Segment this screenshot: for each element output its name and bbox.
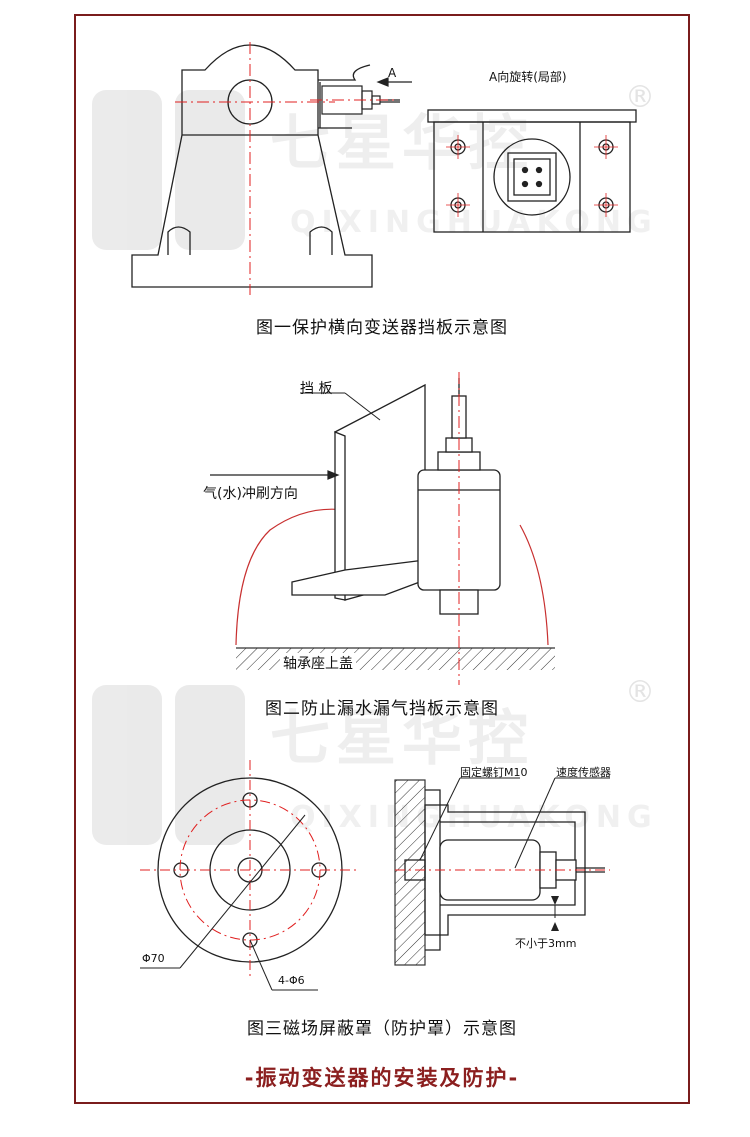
fig3-bolt-label: 固定螺钉M10: [460, 766, 528, 779]
fig1-plate-centerlines: [446, 135, 618, 217]
fig3-diameter-label: Φ70: [142, 952, 165, 965]
fig3-gap-label: 不小于3mm: [515, 937, 577, 950]
fig1-plate-view: [427, 109, 637, 233]
fig3-sensor-label: 速度传感器: [556, 766, 611, 779]
watermark-text: 七星华控: [270, 704, 534, 774]
footer-title: -振动变送器的安装及防护-: [244, 1066, 520, 1090]
watermark-subtext: QIXINGHUAKONG: [290, 205, 658, 240]
fig1-centerlines: [175, 42, 395, 295]
fig1-caption: 图一保护横向变送器挡板示意图: [256, 318, 508, 338]
fig2-baffle-leader: [300, 392, 381, 421]
fig3-leaders: [419, 777, 610, 918]
fig3-gap-arrows: [551, 896, 559, 931]
watermark-reg: ®: [625, 80, 655, 115]
fig3-caption: 图三磁场屏蔽罩（防护罩）示意图: [247, 1019, 517, 1039]
fig2-flush-label: 气(水)冲刷方向: [203, 486, 298, 502]
fig3-wall: [394, 779, 426, 966]
fig2-cover-outline: [235, 508, 549, 646]
fig3-holes-label: 4-Φ6: [278, 974, 305, 987]
fig2-caption: 图二防止漏水漏气挡板示意图: [265, 699, 499, 719]
watermark-subtext: QIXINGHUAKONG: [290, 800, 658, 835]
watermark-text: 七星华控: [270, 109, 534, 179]
fig1-bearing-housing: [131, 44, 373, 288]
fig3-dimension-lines: [140, 814, 318, 991]
fig2-baffle-label: 挡 板: [300, 381, 333, 397]
fig2-cover-label: 轴承座上盖: [280, 653, 356, 673]
watermark-logo: [92, 90, 245, 845]
fig2-flush-arrow: [210, 470, 340, 480]
fig2-baffle: [291, 383, 426, 601]
fig1-arrow-a: [376, 77, 412, 87]
fig1-arrow-label: A: [388, 66, 397, 80]
watermark-reg: ®: [625, 675, 655, 710]
fig1-rotate-label: A向旋转(局部): [489, 70, 567, 84]
